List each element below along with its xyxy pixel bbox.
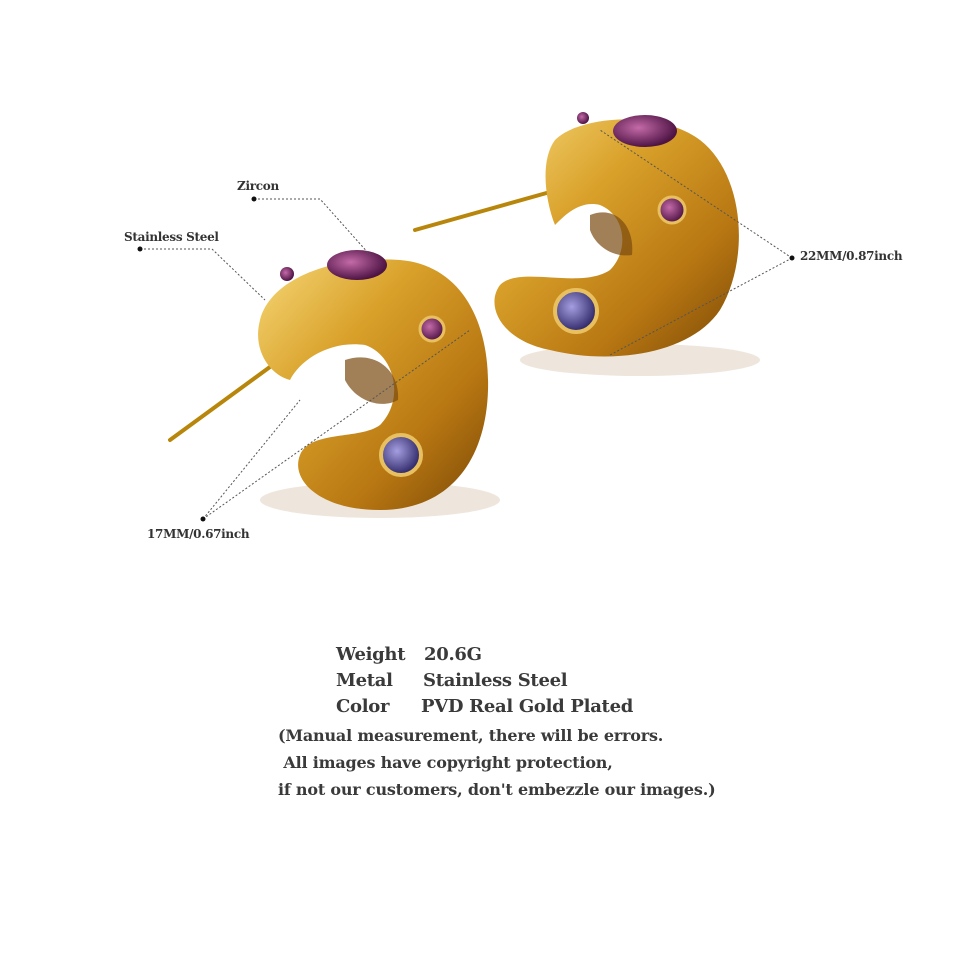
- annotation-zircon: Zircon: [237, 179, 279, 193]
- zircon-gem: [379, 433, 423, 477]
- earring-body: [494, 119, 739, 357]
- zircon-gem: [613, 115, 677, 147]
- right-earring: [413, 112, 739, 357]
- annotation-lines: [140, 129, 793, 520]
- spec-value: 20.6G: [424, 644, 482, 665]
- zircon-gem: [657, 195, 687, 225]
- left-earring: [168, 250, 489, 510]
- zircon-gem: [280, 267, 294, 281]
- disclaimer-line: if not our customers, don't embezzle our…: [278, 780, 716, 799]
- earring-inner: [345, 357, 399, 404]
- zircon-gem: [418, 315, 446, 343]
- spec-label: Metal: [336, 670, 393, 691]
- zircon-gem: [327, 250, 387, 280]
- spec-label: Weight: [336, 644, 406, 665]
- spec-label: Color: [336, 696, 390, 717]
- earring-inner: [590, 212, 633, 256]
- annotation-dots: [137, 196, 795, 522]
- spec-value: Stainless Steel: [423, 670, 568, 691]
- annotation-width-small: 17MM/0.67inch: [147, 527, 250, 541]
- zircon-gem: [553, 288, 599, 334]
- annotation-stainless-steel: Stainless Steel: [124, 230, 219, 244]
- zircon-gem: [577, 112, 589, 124]
- disclaimer-line: All images have copyright protection,: [278, 753, 613, 772]
- spec-value: PVD Real Gold Plated: [421, 696, 634, 717]
- annotation-width-large: 22MM/0.87inch: [800, 249, 903, 263]
- disclaimer-line: (Manual measurement, there will be error…: [278, 726, 664, 745]
